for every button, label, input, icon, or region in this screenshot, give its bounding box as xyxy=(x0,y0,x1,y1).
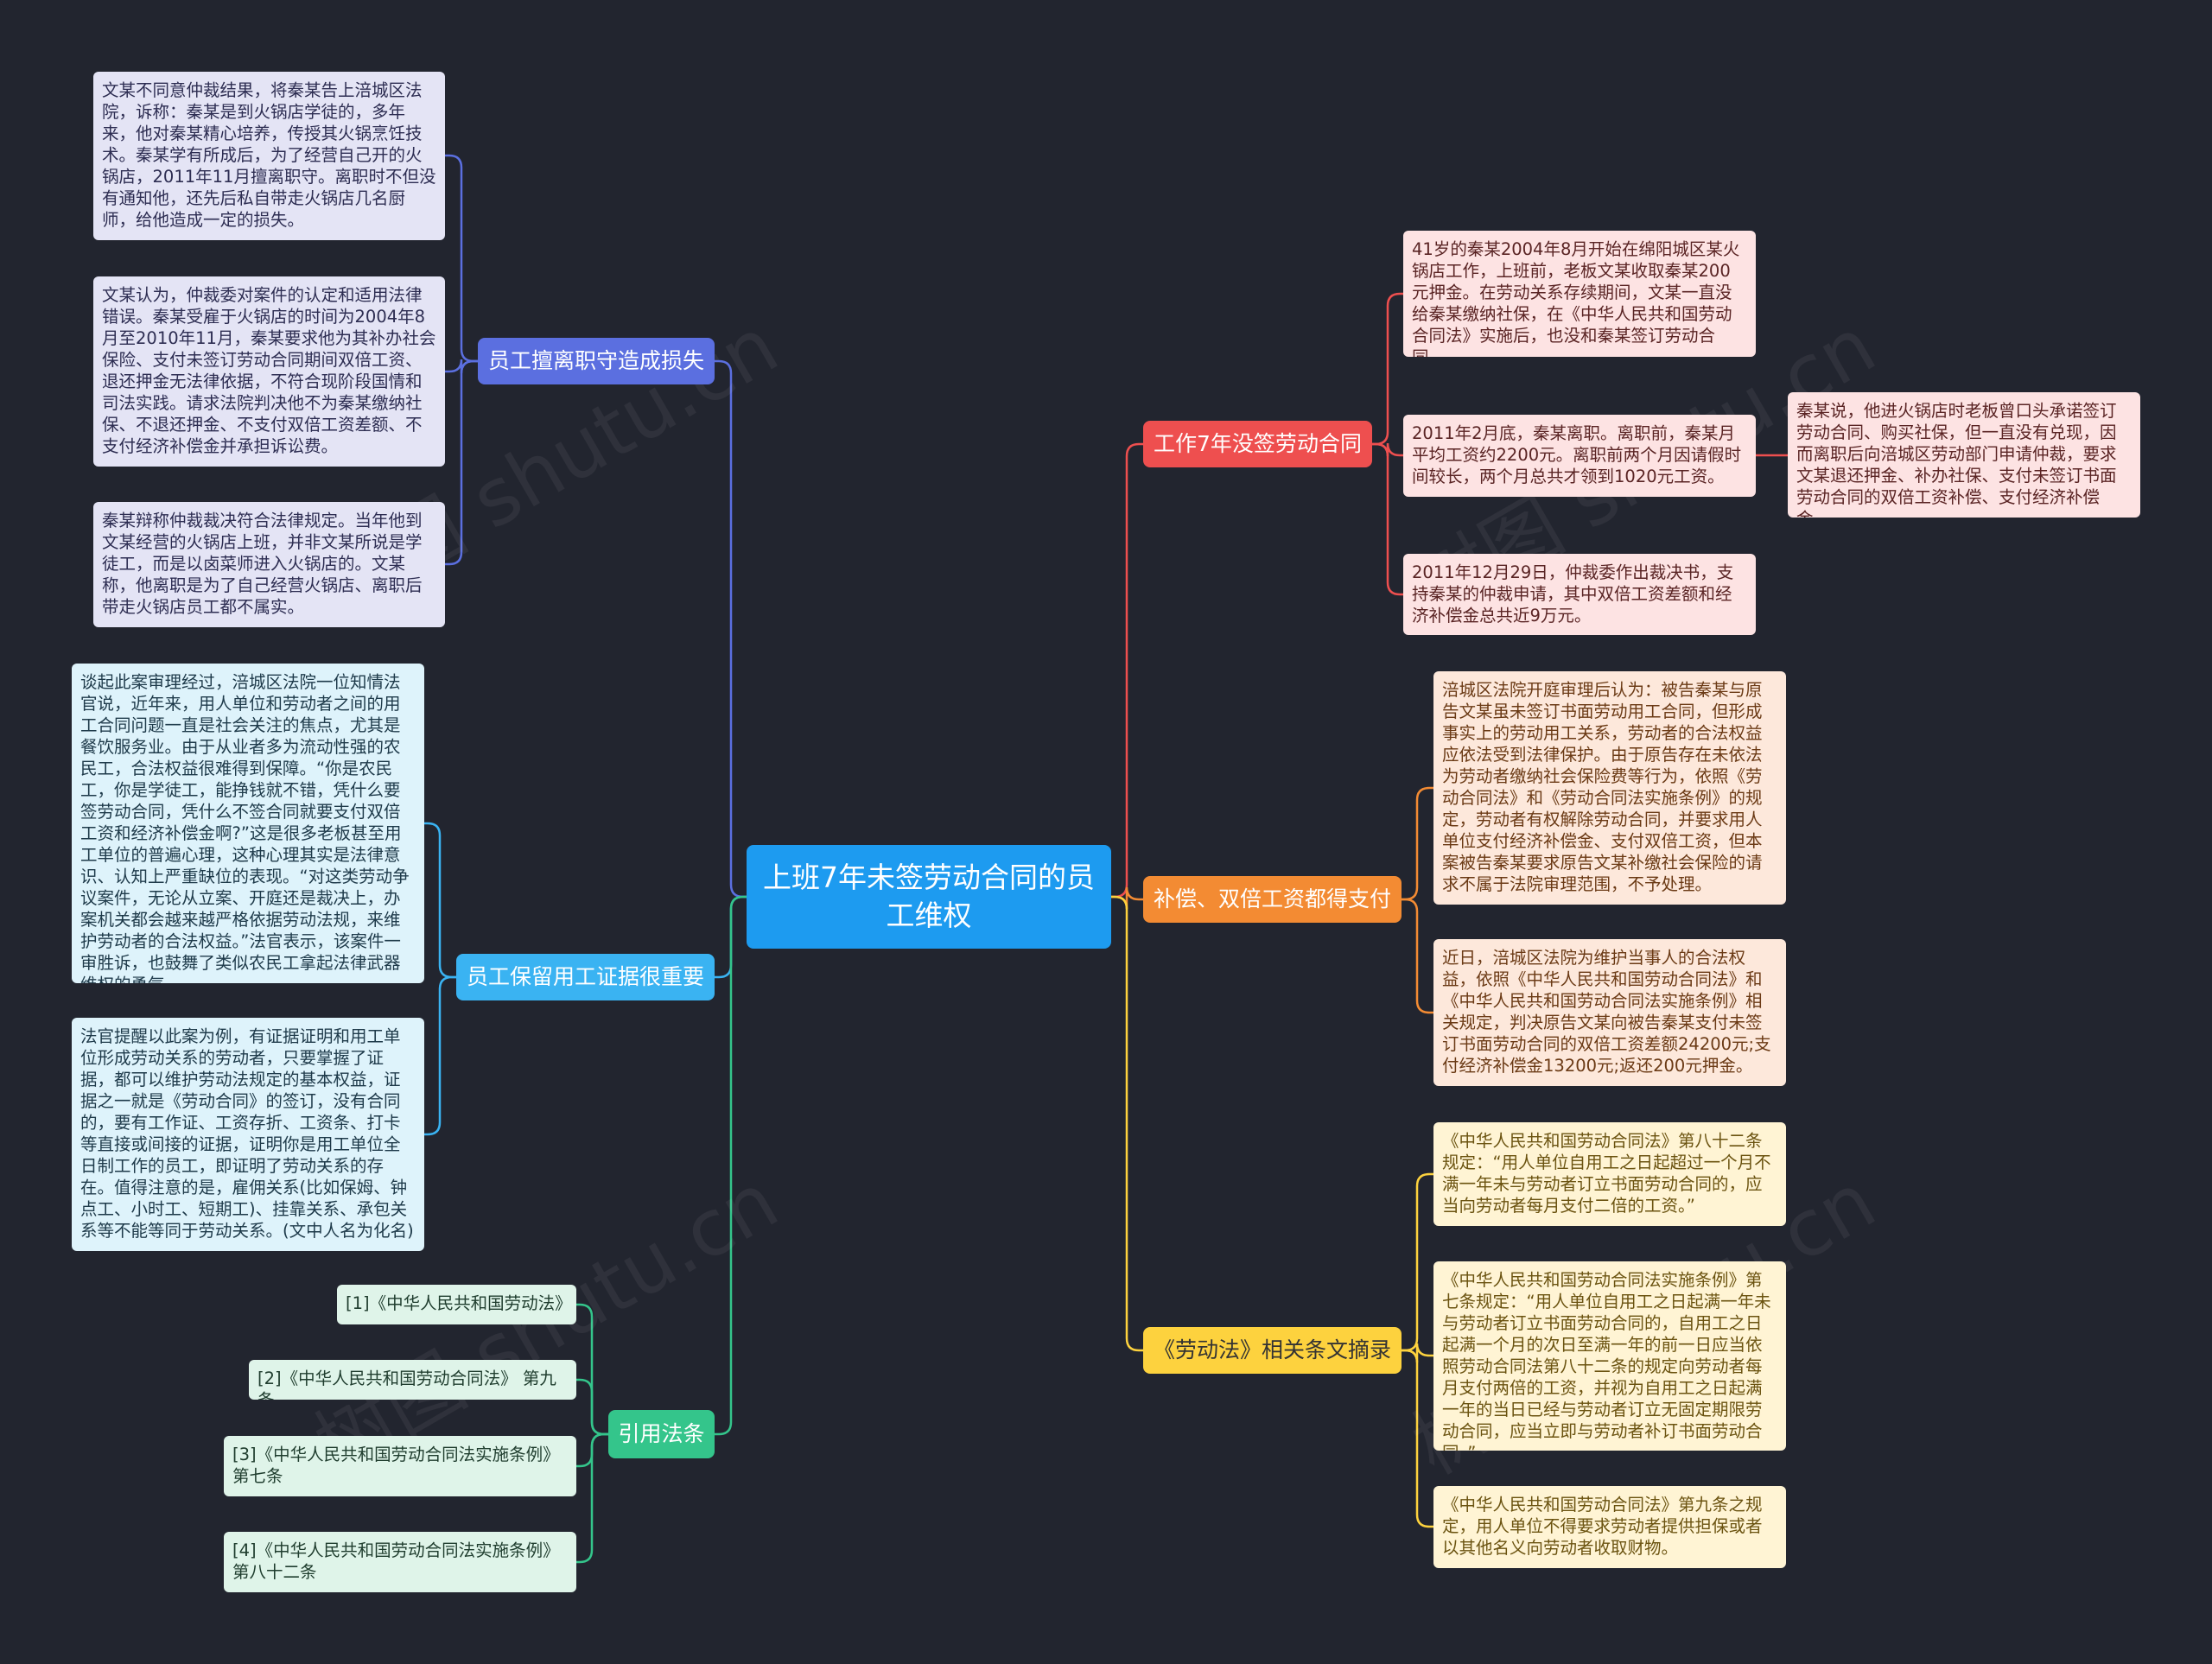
connector-line xyxy=(1402,898,1433,1014)
leaf-text: 文某不同意仲裁结果，将秦某告上涪城区法院，诉称：秦某是到火锅店学徒的，多年来，他… xyxy=(102,80,436,230)
leaf-text: 《中华人民共和国劳动合同法》第八十二条规定：“用人单位自用工之日起超过一个月不满… xyxy=(1442,1131,1771,1216)
connector-line xyxy=(1402,1349,1433,1528)
branch-label: 工作7年没签劳动合同 xyxy=(1154,431,1362,456)
leaf-text: 41岁的秦某2004年8月开始在绵阳城区某火锅店工作，上班前，老板文某收取秦某2… xyxy=(1412,239,1740,357)
branch-cited-laws[interactable]: 引用法条 xyxy=(608,1410,715,1458)
branch-label: 员工保留用工证据很重要 xyxy=(466,964,704,989)
branch-labor-law-excerpts[interactable]: 《劳动法》相关条文摘录 xyxy=(1143,1327,1402,1374)
leaf-card[interactable]: 法官提醒以此案为例，有证据证明和用工单位形成劳动关系的劳动者，只要掌握了证据，都… xyxy=(72,1018,424,1251)
leaf-card[interactable]: 2011年2月底，秦某离职。离职前，秦某月平均工资约2200元。离职前两个月因请… xyxy=(1403,415,1756,497)
leaf-card[interactable]: 《中华人民共和国劳动合同法》第九条之规定，用人单位不得要求劳动者提供担保或者以其… xyxy=(1433,1486,1786,1568)
branch-label: 《劳动法》相关条文摘录 xyxy=(1153,1337,1391,1362)
leaf-text: 《中华人民共和国劳动合同法》第九条之规定，用人单位不得要求劳动者提供担保或者以其… xyxy=(1442,1495,1763,1558)
leaf-text: 秦某辩称仲裁裁决符合法律规定。当年他到文某经营的火锅店上班，并非文某所说是学徒工… xyxy=(102,511,423,617)
leaf-card[interactable]: 41岁的秦某2004年8月开始在绵阳城区某火锅店工作，上班前，老板文某收取秦某2… xyxy=(1403,231,1756,357)
leaf-card[interactable]: 文某不同意仲裁结果，将秦某告上涪城区法院，诉称：秦某是到火锅店学徒的，多年来，他… xyxy=(93,72,445,240)
leaf-text: 文某认为，仲裁委对案件的认定和适用法律错误。秦某受雇于火锅店的时间为2004年8… xyxy=(102,285,436,456)
leaf-text: 近日，涪城区法院为维护当事人的合法权益，依照《中华人民共和国劳动合同法》和《中华… xyxy=(1442,948,1771,1076)
connector-line xyxy=(715,895,747,1436)
connector-line xyxy=(1402,1172,1433,1352)
connector-line xyxy=(424,975,456,1136)
branch-label: 员工擅离职守造成损失 xyxy=(487,348,704,373)
connector-line xyxy=(715,359,747,899)
leaf-card[interactable]: 《中华人民共和国劳动合同法实施条例》第七条规定：“用人单位自用工之日起满一年未与… xyxy=(1433,1261,1786,1451)
leaf-text: 《中华人民共和国劳动合同法实施条例》第七条规定：“用人单位自用工之日起满一年未与… xyxy=(1442,1270,1771,1451)
leaf-text: 2011年2月底，秦某离职。离职前，秦某月平均工资约2200元。离职前两个月因请… xyxy=(1412,423,1742,486)
connector-line xyxy=(445,359,478,566)
leaf-card[interactable]: 谈起此案审理经过，涪城区法院一位知情法官说，近年来，用人单位和劳动者之间的用工合… xyxy=(72,664,424,983)
leaf-card[interactable]: 秦某辩称仲裁裁决符合法律规定。当年他到文某经营的火锅店上班，并非文某所说是学徒工… xyxy=(93,502,445,627)
connector-line xyxy=(1111,895,1143,1352)
connector-line xyxy=(424,822,456,979)
leaf-card[interactable]: 涪城区法院开庭审理后认为：被告秦某与原告文某虽未签订书面劳动用工合同，但形成事实… xyxy=(1433,671,1786,905)
leaf-card[interactable]: 《中华人民共和国劳动合同法》第八十二条规定：“用人单位自用工之日起超过一个月不满… xyxy=(1433,1122,1786,1226)
branch-label: 补偿、双倍工资都得支付 xyxy=(1153,886,1391,911)
connector-line xyxy=(576,1378,608,1436)
branch-keep-evidence[interactable]: 员工保留用工证据很重要 xyxy=(456,954,715,1000)
connector-line xyxy=(1111,442,1143,899)
branch-label: 引用法条 xyxy=(618,1421,705,1446)
connector-line xyxy=(445,154,478,363)
connector-line xyxy=(576,1432,608,1564)
connector-line xyxy=(1372,292,1403,446)
leaf-text: 法官提醒以此案为例，有证据证明和用工单位形成劳动关系的劳动者，只要掌握了证据，都… xyxy=(80,1026,414,1241)
leaf-card[interactable]: 2011年12月29日，仲裁委作出裁决书，支持秦某的仲裁申请，其中双倍工资差额和… xyxy=(1403,554,1756,635)
leaf-card[interactable]: [1]《中华人民共和国劳动法》 xyxy=(337,1285,576,1324)
connector-line xyxy=(1372,442,1403,596)
leaf-text: [4]《中华人民共和国劳动合同法实施条例》第八十二条 xyxy=(232,1540,560,1582)
leaf-card[interactable]: 近日，涪城区法院为维护当事人的合法权益，依照《中华人民共和国劳动合同法》和《中华… xyxy=(1433,939,1786,1086)
leaf-card[interactable]: 文某认为，仲裁委对案件的认定和适用法律错误。秦某受雇于火锅店的时间为2004年8… xyxy=(93,276,445,467)
leaf-card[interactable]: 秦某说，他进火锅店时老板曾口头承诺签订劳动合同、购买社保，但一直没有兑现，因而离… xyxy=(1788,392,2140,518)
leaf-text: 秦某说，他进火锅店时老板曾口头承诺签订劳动合同、购买社保，但一直没有兑现，因而离… xyxy=(1796,401,2117,518)
leaf-card[interactable]: [4]《中华人民共和国劳动合同法实施条例》第八十二条 xyxy=(224,1532,576,1592)
leaf-text: 2011年12月29日，仲裁委作出裁决书，支持秦某的仲裁申请，其中双倍工资差额和… xyxy=(1412,562,1734,626)
leaf-text: [2]《中华人民共和国劳动合同法》 第九条 xyxy=(257,1369,556,1400)
leaf-card[interactable]: [3]《中华人民共和国劳动合同法实施条例》第七条 xyxy=(224,1436,576,1496)
leaf-text: 涪城区法院开庭审理后认为：被告秦某与原告文某虽未签订书面劳动用工合同，但形成事实… xyxy=(1442,680,1763,894)
branch-compensation[interactable]: 补偿、双倍工资都得支付 xyxy=(1143,876,1402,923)
branch-employee-leaving[interactable]: 员工擅离职守造成损失 xyxy=(478,338,715,384)
leaf-text: [3]《中华人民共和国劳动合同法实施条例》第七条 xyxy=(232,1445,560,1486)
root-topic-label: 上班7年未签劳动合同的员工维权 xyxy=(763,861,1095,932)
leaf-text: 谈起此案审理经过，涪城区法院一位知情法官说，近年来，用人单位和劳动者之间的用工合… xyxy=(80,672,410,983)
connector-line xyxy=(1402,786,1433,901)
leaf-card[interactable]: [2]《中华人民共和国劳动合同法》 第九条 xyxy=(249,1360,576,1400)
leaf-text: [1]《中华人民共和国劳动法》 xyxy=(346,1293,572,1313)
root-topic[interactable]: 上班7年未签劳动合同的员工维权 xyxy=(747,845,1111,949)
branch-no-contract[interactable]: 工作7年没签劳动合同 xyxy=(1143,421,1372,467)
